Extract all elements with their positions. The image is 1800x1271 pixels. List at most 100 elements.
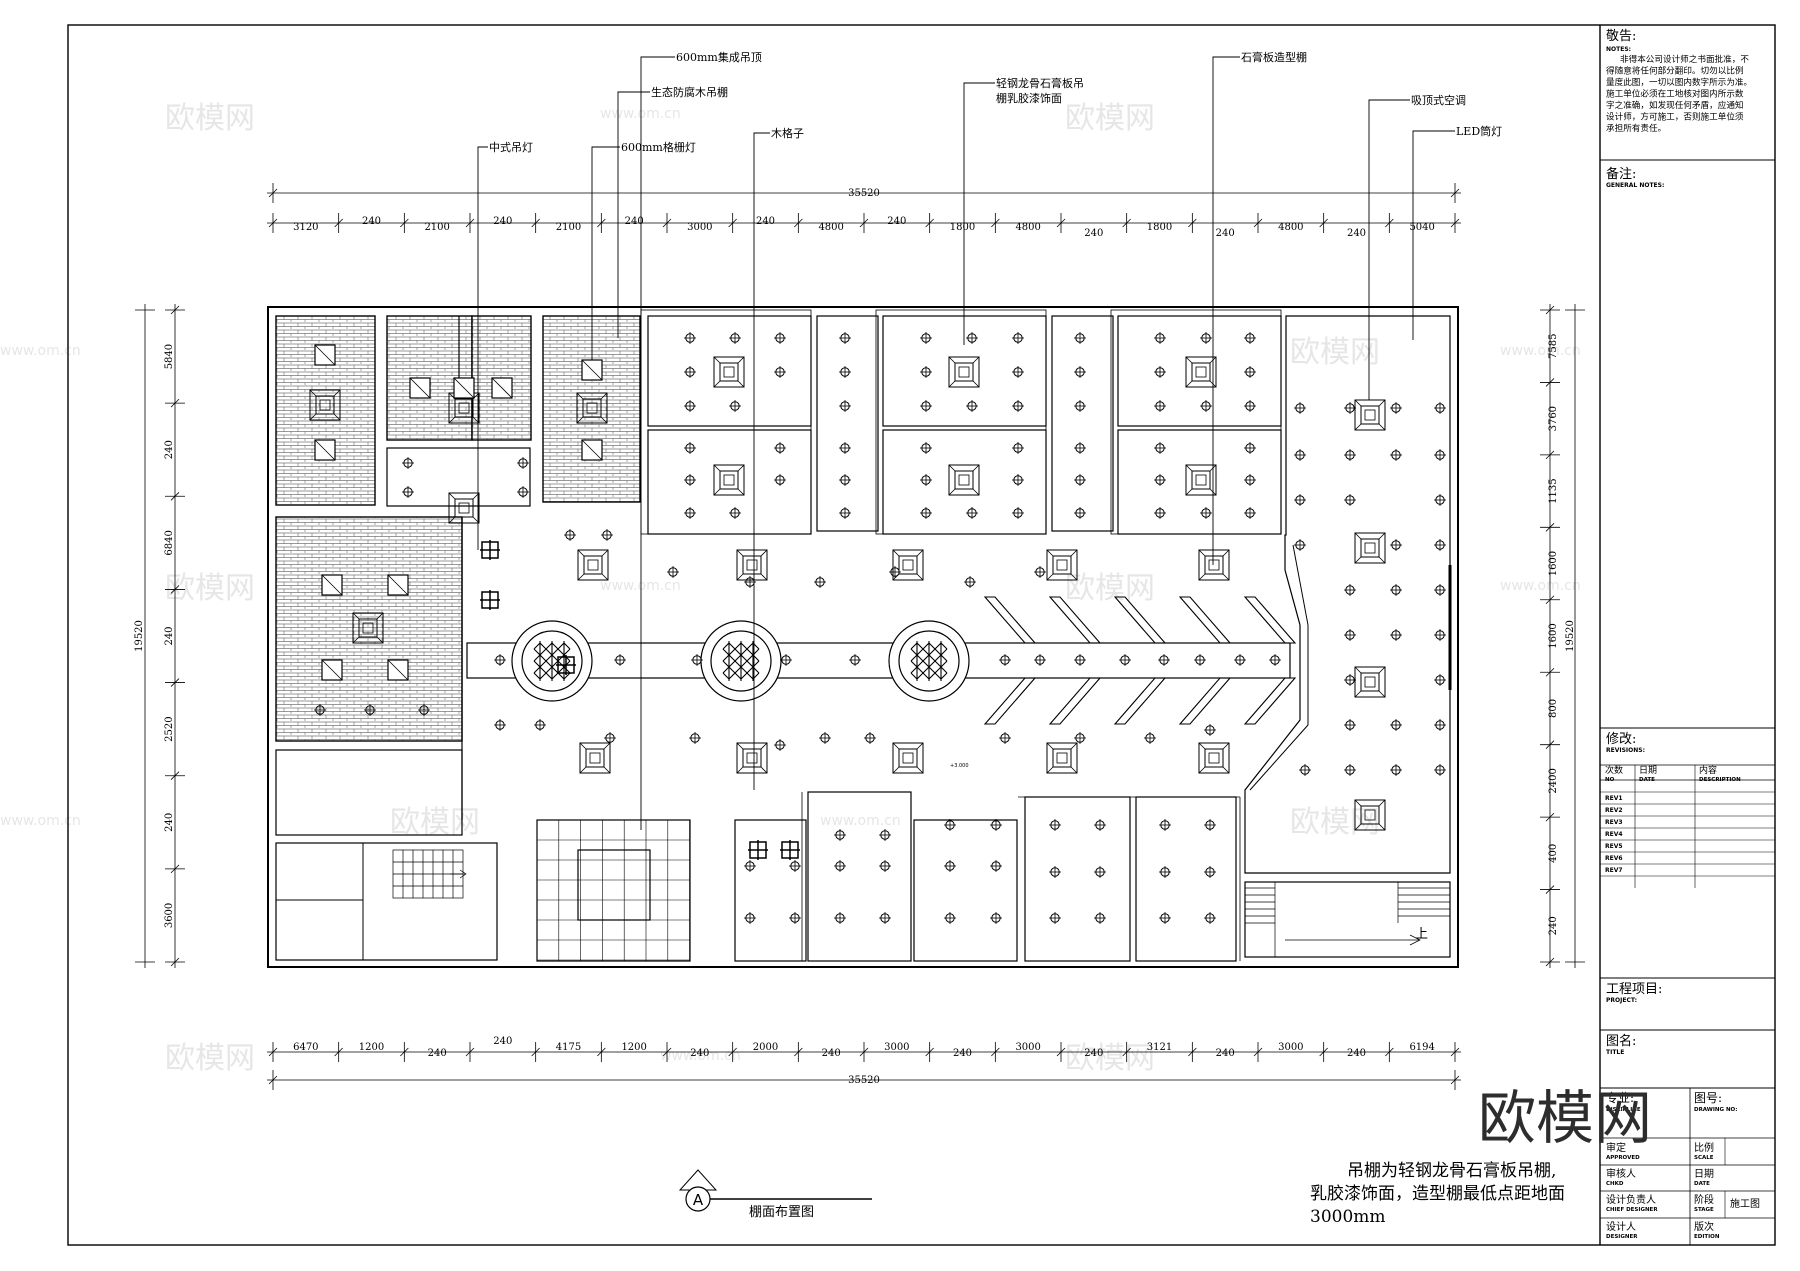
svg-text:www.om.cn: www.om.cn: [820, 813, 901, 829]
dimension-value: 240: [887, 216, 906, 227]
ceiling-ac-icon: [579, 742, 611, 774]
sheet-border: [67, 24, 1776, 1246]
led-downlight: [743, 911, 757, 925]
svg-text:图名:: 图名:: [1606, 1033, 1636, 1049]
svg-text:欧模网: 欧模网: [1065, 571, 1155, 606]
dimension-value: 3000: [1278, 1042, 1303, 1053]
led-downlight: [688, 731, 702, 745]
svg-text:版次: 版次: [1694, 1220, 1714, 1233]
svg-text:审定: 审定: [1606, 1141, 1626, 1154]
slat-upper: [1048, 596, 1102, 644]
led-downlight: [1389, 448, 1403, 462]
ceiling-ac-icon: [1198, 549, 1230, 581]
dimension-value: 240: [756, 216, 775, 227]
led-downlight: [1243, 365, 1257, 379]
led-downlight: [878, 859, 892, 873]
led-downlight: [1048, 818, 1062, 832]
led-downlight: [1158, 818, 1172, 832]
svg-text:www.om.cn: www.om.cn: [0, 343, 81, 359]
led-downlight: [878, 911, 892, 925]
dimension-value: 1800: [950, 222, 975, 233]
grille-lamp-icon: [491, 377, 513, 399]
svg-text:专业:: 专业:: [1606, 1090, 1634, 1105]
svg-text:CHIEF DESIGNER: CHIEF DESIGNER: [1606, 1207, 1658, 1213]
svg-text:欧模网: 欧模网: [1065, 101, 1155, 136]
section-letter: A: [693, 1191, 704, 1209]
led-downlight: [1199, 331, 1213, 345]
led-downlight: [965, 506, 979, 520]
chinese-lamp-icon: [479, 589, 501, 611]
dimension-value: 1600: [1548, 623, 1559, 648]
dimension-value: 240: [164, 440, 175, 459]
dimension-value: 4800: [1278, 222, 1303, 233]
ceiling-ac-icon: [892, 549, 924, 581]
callout-gypsum-2: 棚乳胶漆饰面: [996, 91, 1062, 105]
led-downlight: [1153, 473, 1167, 487]
led-downlight: [989, 818, 1003, 832]
svg-text:REVISIONS:: REVISIONS:: [1606, 747, 1645, 754]
led-downlight: [1093, 865, 1107, 879]
svg-text:上: 上: [1415, 927, 1428, 942]
dimension-value: 3120: [293, 222, 318, 233]
led-downlight: [1073, 399, 1087, 413]
svg-text:CHKD: CHKD: [1606, 1181, 1624, 1187]
led-downlight: [1343, 763, 1357, 777]
dimension-value: 3000: [1015, 1042, 1040, 1053]
dimension-value: 2400: [1548, 768, 1559, 793]
ceiling-ac-icon: [1046, 742, 1078, 774]
dimension-value: 240: [164, 626, 175, 645]
led-downlight: [1073, 506, 1087, 520]
dimension-value: 5040: [1409, 222, 1434, 233]
ceiling-ac-icon: [713, 464, 745, 496]
led-downlight: [1093, 911, 1107, 925]
grille-lamp-icon: [581, 439, 603, 461]
led-downlight: [1343, 448, 1357, 462]
slat-lower: [983, 677, 1037, 725]
led-downlight: [1343, 401, 1357, 415]
led-downlight: [1433, 763, 1447, 777]
callout-wood-lattice: 木格子: [771, 126, 804, 140]
notes-line: 施工单位必须在工地核对图内所示数: [1606, 88, 1744, 100]
dimension-value: 3600: [164, 903, 175, 928]
drawing-title: 棚面布置图: [749, 1205, 814, 1220]
slat-lower: [1048, 677, 1102, 725]
notes-line: 设计师，方可施工，否则施工单位须: [1606, 111, 1744, 123]
led-downlight: [838, 399, 852, 413]
led-downlight: [743, 859, 757, 873]
led-downlight: [943, 911, 957, 925]
dimension-value: 6470: [293, 1042, 318, 1053]
led-downlight: [1073, 473, 1087, 487]
led-downlight: [1153, 506, 1167, 520]
ceiling-ac-icon: [577, 549, 609, 581]
callout-ceiling-ac: 吸顶式空调: [1411, 93, 1466, 107]
svg-text:EDITION: EDITION: [1694, 1234, 1720, 1240]
led-downlight: [989, 859, 1003, 873]
wood-ceiling-room-1: [275, 315, 376, 506]
rev-row-label: REV2: [1605, 807, 1623, 814]
led-downlight: [863, 731, 877, 745]
svg-text:APPROVED: APPROVED: [1606, 1155, 1640, 1161]
led-downlight: [683, 331, 697, 345]
svg-text:修改:: 修改:: [1606, 732, 1636, 747]
watermark-layer: 欧模网 www.om.cn 欧模网 www.om.cn 欧模网 www.om.c…: [0, 101, 1581, 1076]
slat-upper: [983, 596, 1037, 644]
ceiling-ac-icon: [1185, 356, 1217, 388]
led-downlight: [919, 365, 933, 379]
led-downlight: [919, 441, 933, 455]
led-downlight: [1158, 865, 1172, 879]
dimension-value: 240: [953, 1048, 972, 1059]
svg-text:NO: NO: [1605, 777, 1615, 783]
dimension-value: 2520: [164, 716, 175, 741]
led-downlight: [683, 441, 697, 455]
led-downlight: [1153, 399, 1167, 413]
led-downlight: [1143, 731, 1157, 745]
wood-ceiling-room-3: [542, 315, 641, 503]
dimension-value: 240: [1347, 1048, 1366, 1059]
dimension-value: 240: [1216, 1048, 1235, 1059]
led-downlight: [666, 565, 680, 579]
led-downlight: [965, 331, 979, 345]
dimension-value: 240: [1084, 1048, 1103, 1059]
ceiling-ac-icon: [948, 464, 980, 496]
led-downlight: [1011, 331, 1025, 345]
